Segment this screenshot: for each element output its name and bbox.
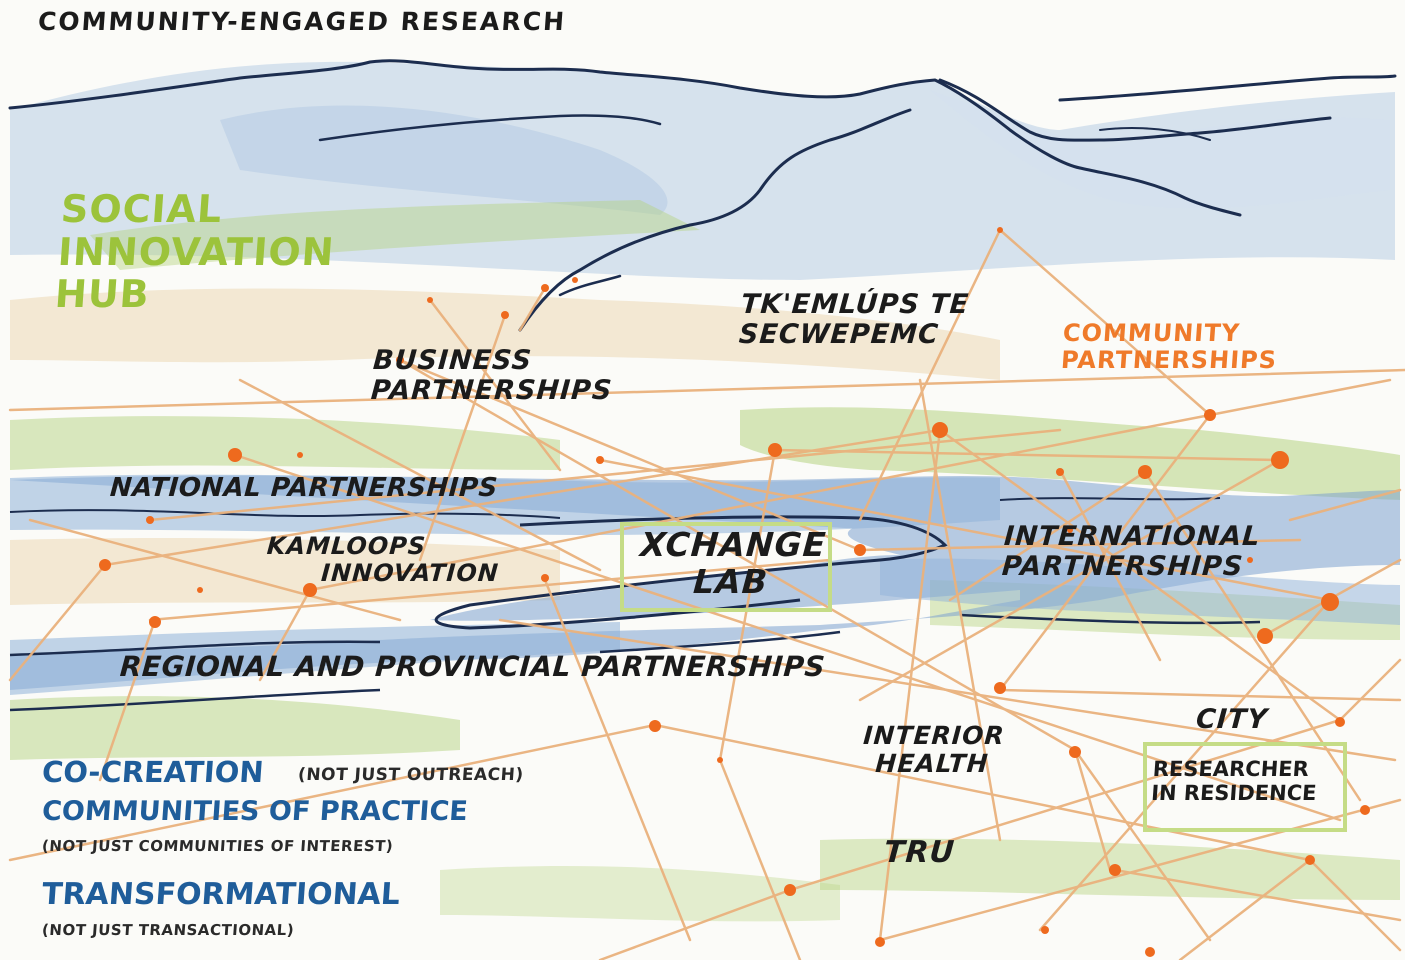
national-partnerships-label: NATIONAL PARTNERSHIPS — [108, 473, 499, 503]
tkemlups-label: TK'EMLÚPS TE SECWEPEMC — [737, 289, 971, 351]
tru-label: TRU — [882, 835, 957, 870]
network-links — [8, 228, 1405, 960]
business-partnerships-label: BUSINESS PARTNERSHIPS — [369, 345, 614, 407]
community-partnerships-label: COMMUNITY PARTNERSHIPS — [1060, 319, 1278, 374]
xchange-lab-box — [620, 522, 832, 612]
social-innovation-hub-label: SOCIAL INNOVATION HUB — [53, 187, 337, 317]
researcher-in-residence-label: RESEARCHER IN RESIDENCE — [1150, 757, 1318, 805]
mountain-outline — [8, 59, 1397, 332]
international-partnerships-label: INTERNATIONAL PARTNERSHIPS — [1000, 521, 1262, 583]
page-title: COMMUNITY-ENGAGED RESEARCH — [37, 7, 568, 36]
city-label: CITY — [1194, 704, 1269, 735]
co-creation-heading: CO-CREATION — [40, 755, 265, 789]
kamloops-innovation-label: KAMLOOPS INNOVATION — [264, 532, 500, 587]
researcher-in-residence-box — [1143, 742, 1347, 832]
communities-of-practice-note: (NOT JUST COMMUNITIES OF INTEREST) — [41, 837, 394, 855]
transformational-note: (NOT JUST TRANSACTIONAL) — [41, 921, 295, 939]
co-creation-note: (NOT JUST OUTREACH) — [297, 765, 525, 785]
sky-wash — [10, 61, 1395, 280]
interior-health-label: INTERIOR HEALTH — [862, 721, 1006, 778]
transformational-heading: TRANSFORMATIONAL — [40, 877, 402, 912]
xchange-lab-label: XCHANGE LAB — [639, 525, 828, 601]
regional-provincial-partnerships-label: REGIONAL AND PROVINCIAL PARTNERSHIPS — [118, 650, 827, 683]
communities-of-practice-heading: COMMUNITIES OF PRACTICE — [40, 796, 469, 827]
network-nodes — [99, 227, 1370, 957]
